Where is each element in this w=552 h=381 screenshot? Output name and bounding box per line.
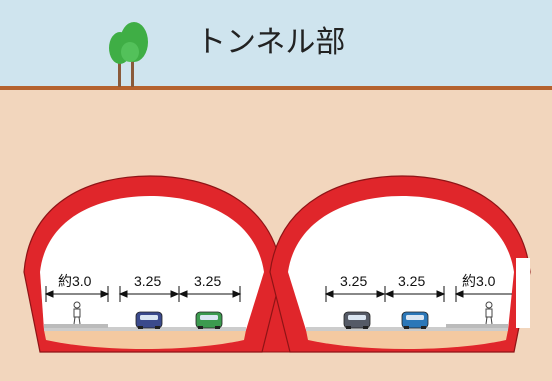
right-tunnel-tube	[269, 175, 531, 353]
page-title: トンネル部	[196, 25, 345, 60]
right-dim-sidewalk: 約3.0	[462, 273, 496, 289]
right-sidewalk	[446, 324, 508, 328]
tree-icon	[109, 22, 148, 87]
car-icon	[135, 311, 163, 329]
left-tunnel-interior	[40, 196, 264, 330]
left-dim-sidewalk: 約3.0	[58, 273, 92, 289]
ground-surface-line	[0, 86, 552, 90]
left-road-deck	[44, 327, 246, 331]
left-tunnel-tube	[23, 175, 283, 353]
left-sidewalk	[44, 324, 108, 328]
left-dim-lane-2: 3.25	[194, 273, 221, 289]
car-icon	[195, 311, 223, 329]
car-icon	[401, 311, 429, 329]
right-dimension-lines	[324, 286, 512, 302]
edge-mask	[516, 258, 530, 328]
sky	[0, 0, 552, 88]
right-tunnel-interior	[288, 196, 514, 330]
right-dim-lane-2: 3.25	[398, 273, 425, 289]
right-dim-lane-1: 3.25	[340, 273, 367, 289]
left-road-bed	[44, 330, 246, 349]
left-dim-lane-1: 3.25	[134, 273, 161, 289]
right-road-bed	[306, 330, 508, 349]
car-icon	[343, 311, 371, 329]
left-dimension-lines	[44, 286, 242, 302]
pedestrian-icon	[485, 301, 493, 325]
pedestrian-icon	[73, 301, 81, 325]
